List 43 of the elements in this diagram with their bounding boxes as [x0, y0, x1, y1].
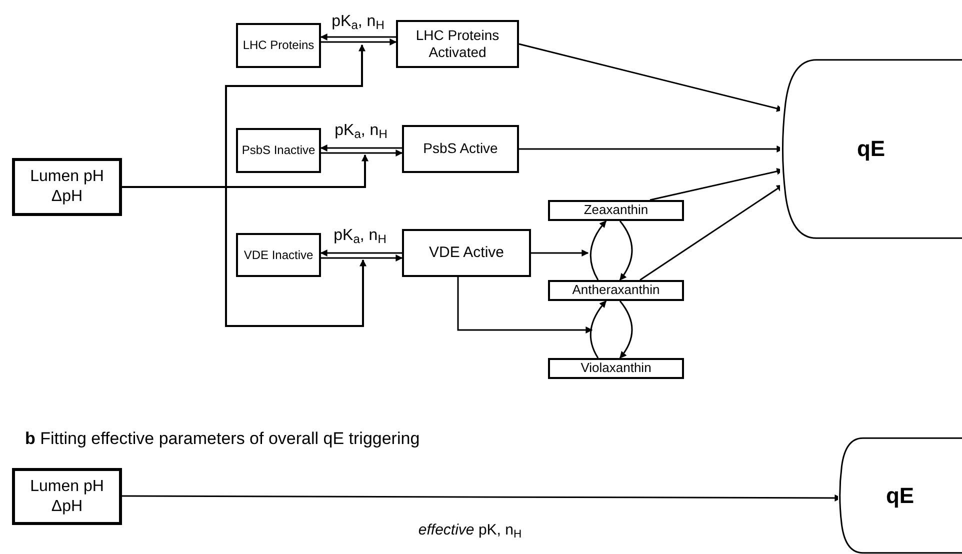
process-box [548, 280, 684, 301]
arrow [321, 150, 403, 156]
terminal-shape [838, 437, 962, 554]
edge-label: pK$_{a}$, n$_{H}$ [334, 123, 388, 139]
edge-label: pK$_{a}$, n$_{H}$ [330, 14, 386, 30]
process-box [12, 158, 122, 216]
process-box [396, 20, 519, 68]
node-label: LHC Proteins [242, 38, 314, 53]
arrow [590, 300, 607, 358]
node-label: VDE Active [428, 244, 504, 262]
process-box [236, 233, 321, 277]
node-label: PsbS Inactive [242, 143, 316, 158]
node-label: Zeaxanthin [584, 202, 648, 219]
node-label: Lumen pH ΔpH [29, 476, 105, 516]
arrow [531, 250, 589, 256]
arrow [321, 38, 397, 46]
arrow [590, 220, 607, 280]
arrow [619, 300, 633, 359]
process-box [12, 468, 122, 525]
process-box [236, 23, 321, 68]
process-box [236, 128, 321, 173]
arrow [320, 34, 396, 40]
node-label: VDE Inactive [244, 248, 314, 262]
process-box [402, 229, 531, 277]
process-box [548, 358, 684, 379]
node-label: qE [856, 135, 886, 163]
node-label: PsbS Active [423, 140, 498, 158]
arrow [619, 220, 633, 281]
arrow [321, 254, 403, 262]
node-label: Antheraxanthin [572, 282, 660, 299]
panel-heading: b Fitting effective parameters of overall qE triggering [25, 428, 420, 450]
terminal-shape [780, 58, 962, 240]
node-label: qE [886, 482, 914, 510]
edge-label: effective pK, n$_{H}$ [417, 522, 523, 538]
arrow [457, 277, 593, 334]
node-label: Lumen pH ΔpH [29, 167, 105, 207]
node-label: LHC Proteins Activated [414, 26, 500, 62]
arrow [320, 250, 402, 256]
node-label: Violaxanthin [580, 360, 652, 377]
edge-label: pK$_{a}$, n$_{H}$ [332, 228, 388, 244]
arrow [320, 144, 402, 152]
process-box [402, 125, 519, 173]
process-box [548, 200, 684, 221]
